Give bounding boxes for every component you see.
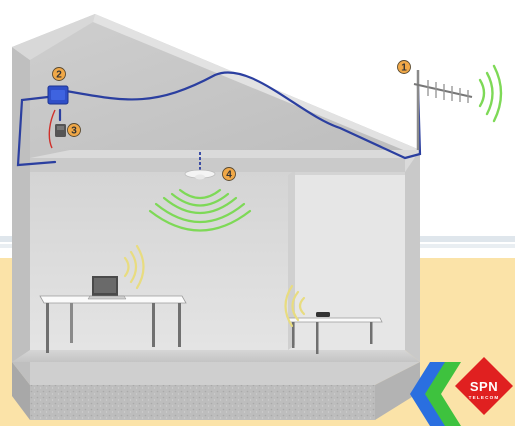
ceiling-antenna-icon xyxy=(184,152,216,180)
outdoor-yagi-antenna-icon xyxy=(413,70,473,150)
power-supply-icon xyxy=(55,124,66,137)
outdoor-signal-waves xyxy=(478,64,503,123)
svg-text:TELECOM: TELECOM xyxy=(469,395,500,400)
svg-text:4: 4 xyxy=(226,170,232,181)
callout-repeater: 2 xyxy=(52,67,66,81)
svg-text:3: 3 xyxy=(71,126,77,137)
phone-icon xyxy=(316,312,330,317)
coax-cable xyxy=(16,71,422,167)
callout-indoor-antenna: 4 xyxy=(222,167,236,181)
repeater-box-icon xyxy=(47,85,69,105)
laptop-icon xyxy=(87,276,127,300)
desk xyxy=(39,295,187,353)
spn-telecom-logo: SPN TELECOM xyxy=(410,357,513,426)
right-wall xyxy=(405,150,420,362)
phone-signal-waves xyxy=(284,284,306,328)
roof xyxy=(12,14,420,158)
callout-power-supply: 3 xyxy=(67,123,81,137)
partition-wall xyxy=(288,175,405,350)
indoor-signal-waves xyxy=(148,188,252,232)
room-floor xyxy=(12,350,420,362)
left-wall xyxy=(12,47,30,385)
laptop-signal-waves xyxy=(123,244,145,290)
svg-text:1: 1 xyxy=(401,63,407,74)
foundation xyxy=(12,362,420,420)
svg-text:2: 2 xyxy=(56,70,62,81)
callout-antenna: 1 xyxy=(397,60,411,74)
svg-text:SPN: SPN xyxy=(470,379,498,394)
